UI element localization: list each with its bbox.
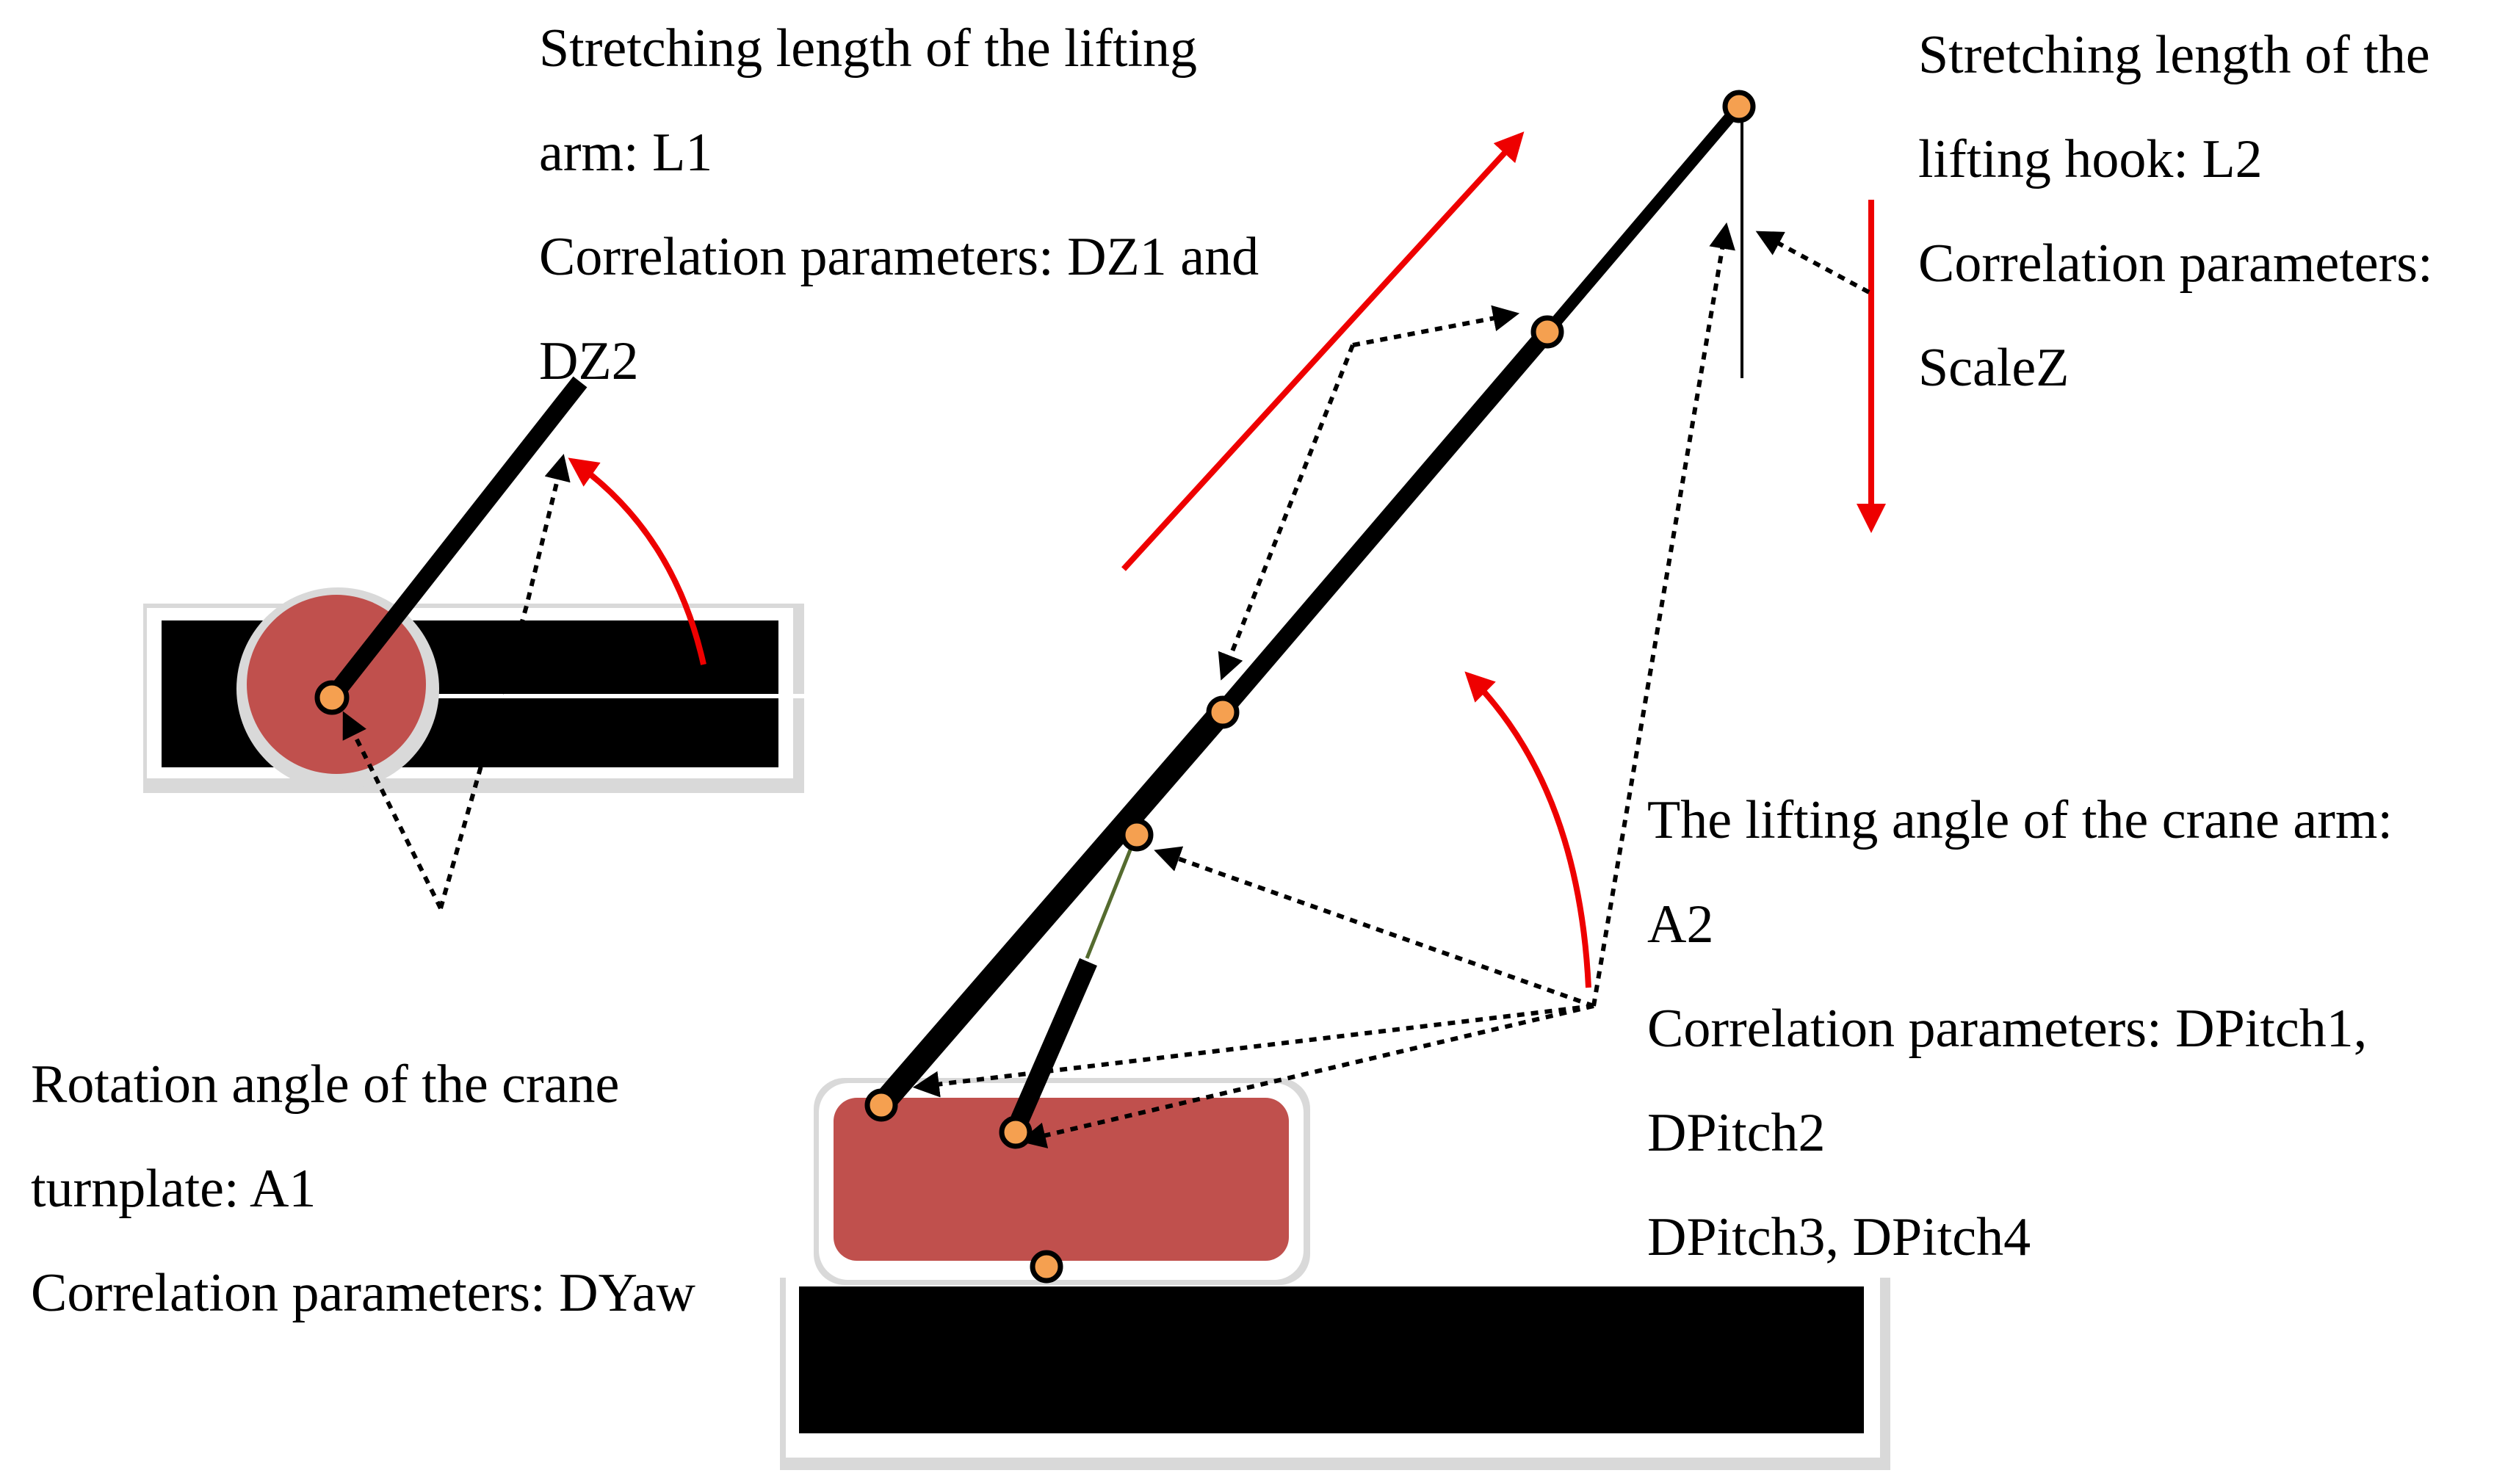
lift-angle-line-2: A2 [1647,894,1714,955]
arm-length-line-2: arm: L1 [539,123,713,183]
arm-length-label: Stretching length of the lifting arm: L1… [539,0,1259,413]
hook-length-pointer [1755,231,1870,294]
lift-angle-line-3: Correlation parameters: DPitch1, [1647,999,2368,1059]
top-view [143,376,804,910]
lift-angle-arrow [1464,671,1591,988]
hook-length-line-2: lifting hook: L2 [1918,129,2263,189]
lift-angle-line-1: The lifting angle of the crane arm: [1647,790,2393,850]
lift-angle-pointer-boom-base [912,1004,1594,1098]
boom-upper-joint [1530,315,1564,349]
turnplate-joint [314,680,350,715]
lift-angle-line-5: DPitch3, DPitch4 [1647,1207,2031,1267]
hook-length-line-1: Stretching length of the [1918,25,2430,85]
arm-extension-arrow [1121,131,1525,571]
hook-length-line-3: Correlation parameters: [1918,234,2433,294]
ground-base [799,1286,1864,1433]
arm-length-pointer-tip [1352,305,1520,347]
rotation-angle-line-1: Rotation angle of the crane [31,1054,620,1115]
rotation-angle-line-2: turnplate: A1 [31,1159,317,1219]
top-view-arm [325,376,588,703]
arm-length-line-1: Stretching length of the lifting [539,18,1198,79]
arm-length-line-4: DZ2 [539,331,639,391]
boom-middle [1218,326,1555,714]
boom-lower [872,701,1235,1113]
hook-length-label: Stretching length of the lifting hook: L… [1918,3,2433,420]
rotation-motion-arrow [568,457,706,665]
rod-joint [1120,818,1154,852]
cylinder-base-joint [999,1115,1033,1149]
lift-angle-line-4: DPitch2 [1647,1103,1826,1163]
hydraulic-cylinder [1006,958,1097,1135]
boom-middle-joint [1206,695,1240,729]
boom-tip [1542,102,1744,336]
boom-base-joint [864,1088,898,1122]
rotation-angle-line-3: Correlation parameters: DYaw [31,1263,695,1323]
lift-angle-pointer-hook [1591,222,1735,1007]
hook-length-line-4: ScaleZ [1918,338,2070,398]
arm-length-pointer-base [1218,344,1355,681]
arm-length-line-3: Correlation parameters: DZ1 and [539,227,1259,287]
rotation-angle-label: Rotation angle of the crane turnplate: A… [31,1032,695,1345]
cab-body [834,1098,1289,1261]
boom-tip-joint [1722,90,1756,123]
cab-pivot-joint [1030,1250,1063,1284]
lift-angle-label: The lifting angle of the crane arm: A2 C… [1647,768,2393,1289]
side-view [780,90,1890,1470]
rotation-pointer [438,454,571,909]
lift-angle-pointer-rod [1154,846,1595,1008]
